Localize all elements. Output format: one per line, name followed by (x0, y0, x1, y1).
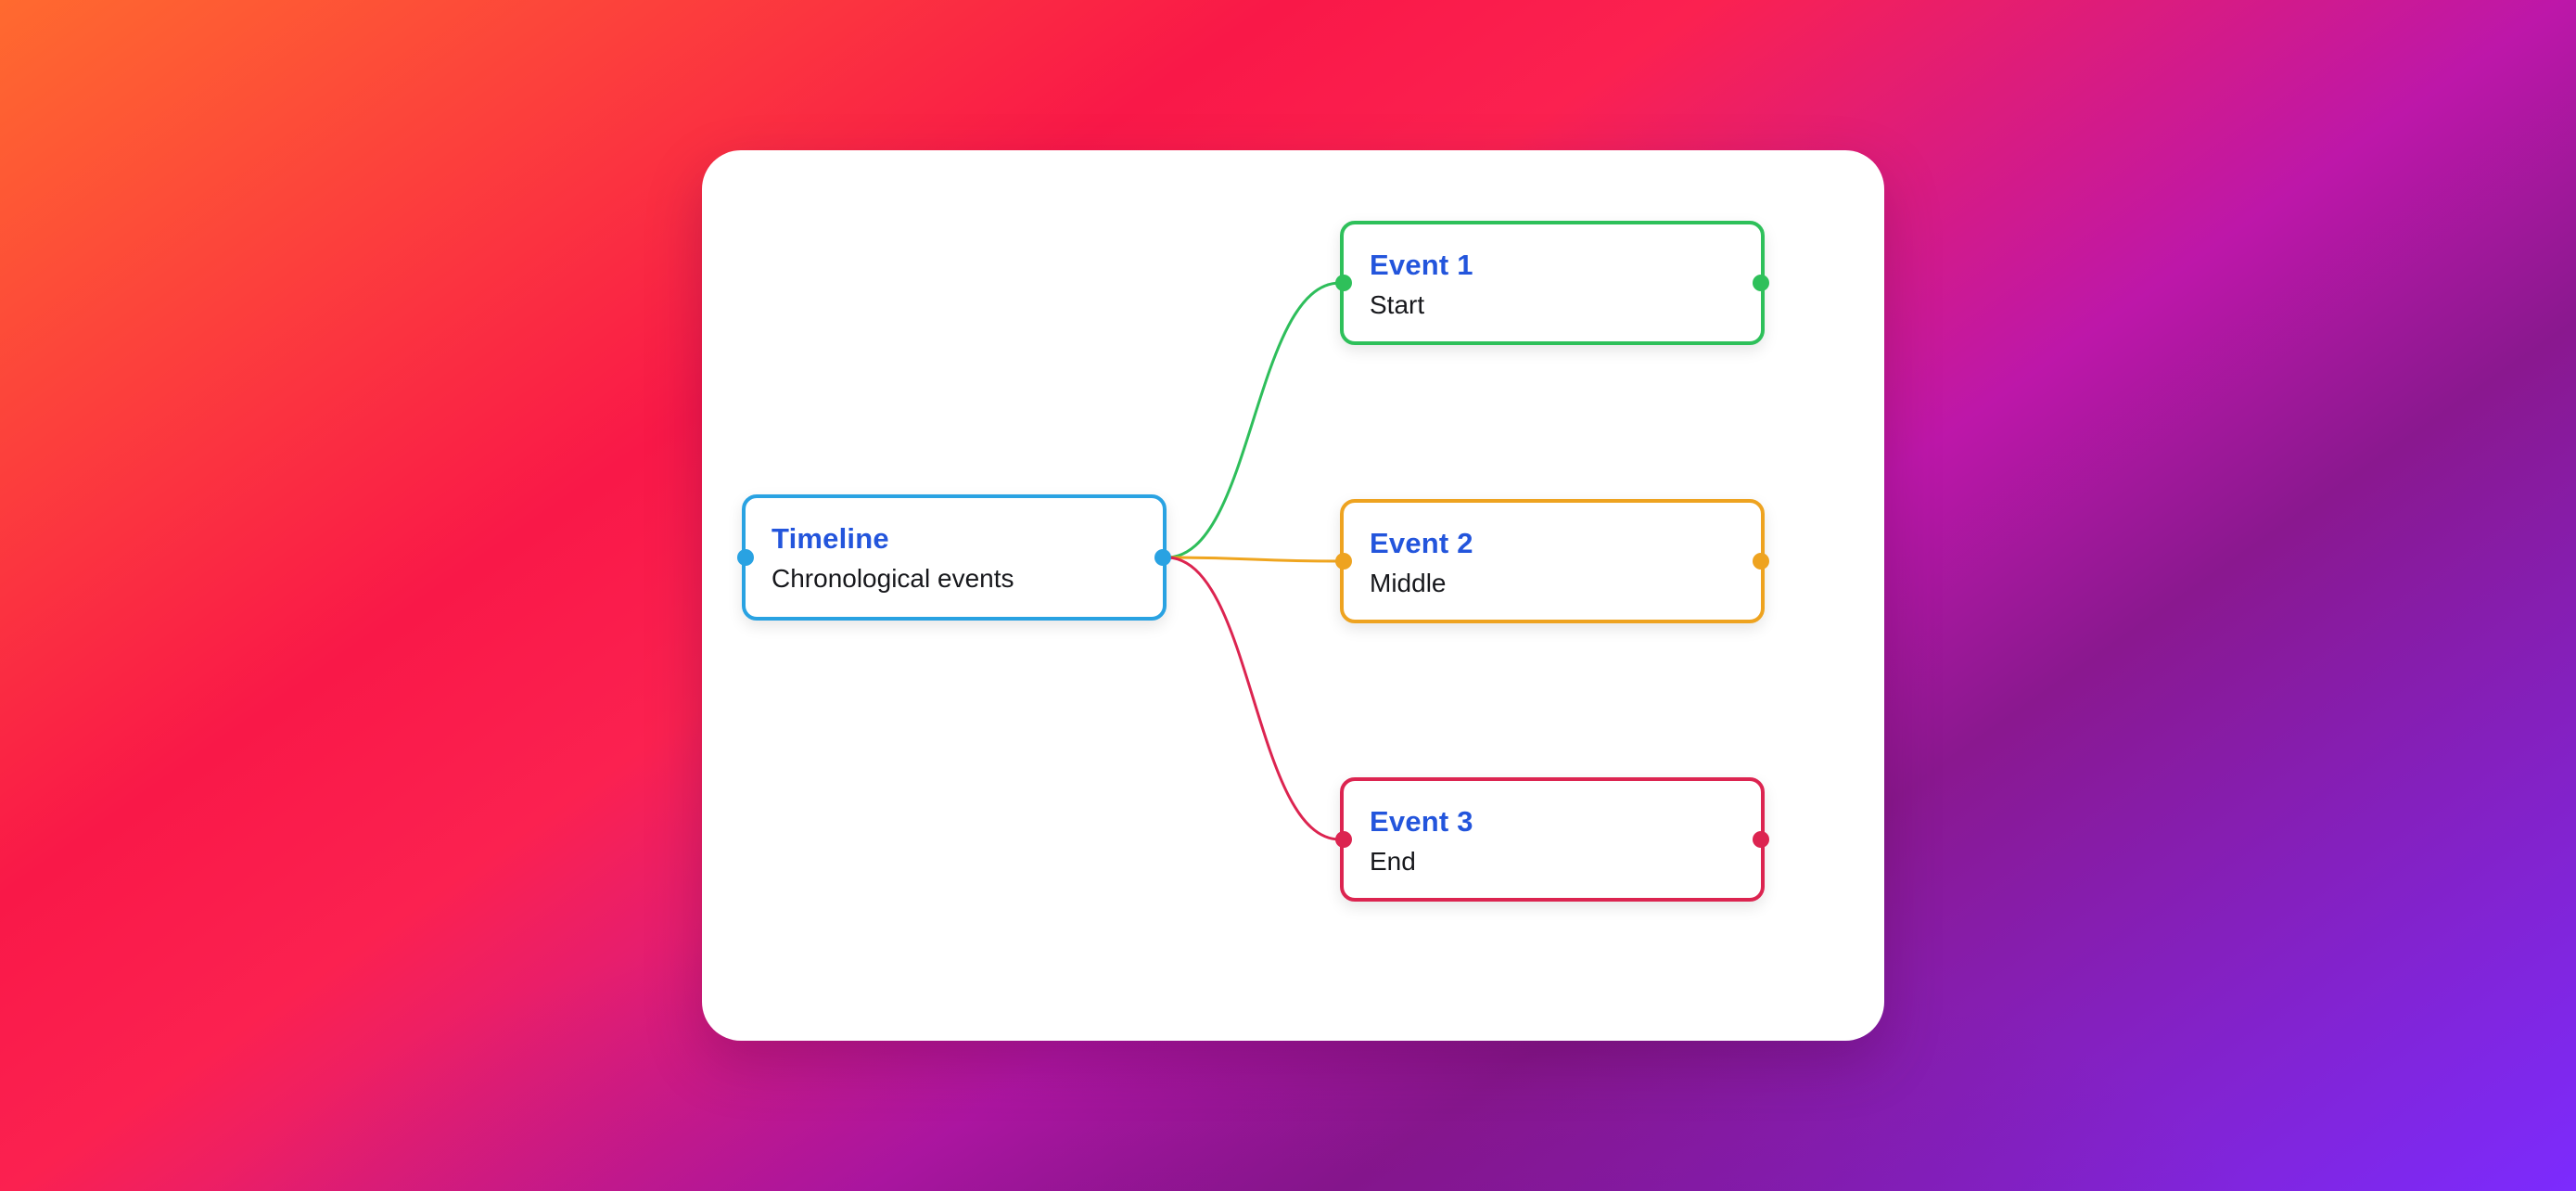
edge-timeline-event2[interactable] (1166, 556, 1341, 563)
connection-handle-right[interactable] (1753, 831, 1769, 848)
node-timeline[interactable]: Timeline Chronological events (737, 494, 1171, 621)
node-subtitle: Chronological events (772, 563, 1014, 593)
connection-handle-left[interactable] (1335, 831, 1352, 848)
node-subtitle: End (1370, 846, 1416, 876)
connection-handle-left[interactable] (1335, 553, 1352, 570)
node-subtitle: Start (1370, 289, 1425, 319)
node-title: Event 2 (1370, 527, 1473, 559)
node-title: Timeline (772, 522, 889, 555)
connection-handle-left[interactable] (737, 549, 754, 566)
connection-handle-right[interactable] (1753, 553, 1769, 570)
edge-timeline-event3[interactable] (1166, 556, 1341, 841)
node-title: Event 3 (1370, 805, 1473, 838)
node-title: Event 1 (1370, 249, 1473, 281)
node-event-2[interactable]: Event 2 Middle (1335, 499, 1769, 623)
node-event-1[interactable]: Event 1 Start (1335, 221, 1769, 345)
connection-handle-right[interactable] (1753, 275, 1769, 291)
node-subtitle: Middle (1370, 568, 1447, 597)
connection-handle-right[interactable] (1154, 549, 1171, 566)
node-event-3[interactable]: Event 3 End (1335, 777, 1769, 902)
edge-layer (1166, 281, 1341, 841)
connection-handle-left[interactable] (1335, 275, 1352, 291)
edge-timeline-event1[interactable] (1166, 281, 1341, 559)
diagram-canvas[interactable]: Timeline Chronological events Event 1 St… (702, 150, 1884, 1041)
